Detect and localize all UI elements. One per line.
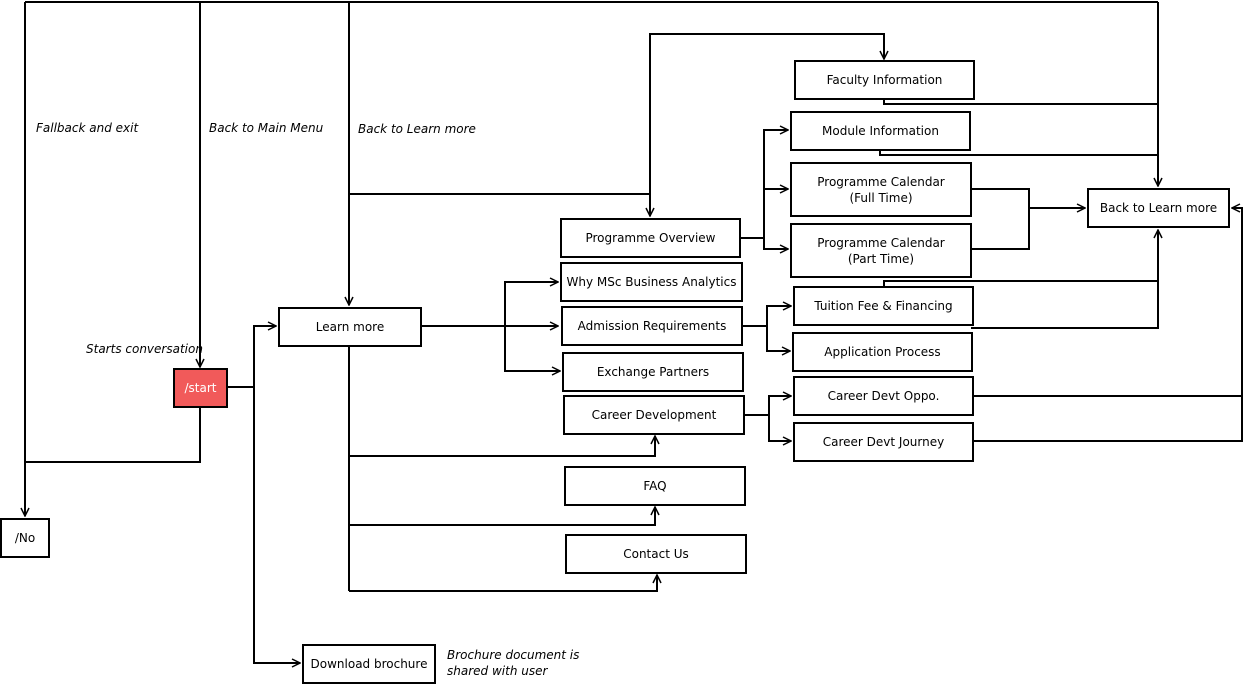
edge-to-faculty [649, 33, 884, 194]
edge-career-to-journey [768, 415, 791, 441]
edge-admission-to-tuition [766, 306, 791, 326]
contact-us-node[interactable]: Contact Us [565, 534, 747, 574]
edge-learn-to-contact [349, 575, 657, 592]
edge-career-to-oppo [768, 396, 791, 415]
edge-faculty-to-back [883, 98, 1158, 105]
career-devt-oppo-node[interactable]: Career Devt Oppo. [793, 376, 974, 416]
application-process-node[interactable]: Application Process [792, 332, 973, 372]
label-back-to-main-menu: Back to Main Menu [209, 121, 324, 135]
edge-overview-to-calfull [763, 189, 788, 238]
edge-career-journey-to-back [973, 208, 1243, 442]
edge-learn-to-career [349, 436, 655, 457]
label-fallback-and-exit: Fallback and exit [36, 121, 139, 135]
calendar-full-time-node[interactable]: Programme Calendar (Full Time) [790, 162, 972, 217]
label-brochure-note-line1: Brochure document is [447, 648, 580, 662]
label-brochure-note-line2: shared with user [447, 664, 548, 678]
label-starts-conversation: Starts conversation [86, 342, 203, 356]
admission-requirements-node[interactable]: Admission Requirements [561, 306, 743, 346]
label-back-to-learn-more: Back to Learn more [358, 122, 476, 136]
faculty-information-node[interactable]: Faculty Information [794, 60, 975, 100]
tuition-fee-node[interactable]: Tuition Fee & Financing [793, 286, 974, 326]
download-brochure-node[interactable]: Download brochure [302, 644, 436, 684]
career-development-node[interactable]: Career Development [563, 395, 745, 435]
edge-learn-to-faq [349, 507, 655, 526]
edge-module-to-back [879, 150, 1158, 156]
back-to-learn-more-node[interactable]: Back to Learn more [1087, 188, 1230, 228]
edge-learn-to-overview [349, 193, 650, 216]
faq-node[interactable]: FAQ [564, 466, 746, 506]
edge-overview-to-calpart [763, 238, 788, 249]
edge-learn-to-exchange [504, 326, 560, 371]
edge-start-to-fallback [25, 407, 201, 463]
learn-more-node[interactable]: Learn more [278, 307, 422, 347]
why-msc-node[interactable]: Why MSc Business Analytics [560, 262, 743, 302]
exchange-partners-node[interactable]: Exchange Partners [562, 352, 744, 392]
edge-learn-to-why [504, 282, 558, 326]
edge-admission-to-application [766, 326, 790, 351]
edge-start-to-brochure [253, 387, 300, 663]
no-node[interactable]: /No [0, 518, 50, 558]
edge-calfull-merge [971, 188, 1030, 250]
start-node[interactable]: /start [173, 368, 228, 408]
edge-start-to-learn [253, 326, 276, 387]
programme-overview-node[interactable]: Programme Overview [560, 218, 741, 258]
career-devt-journey-node[interactable]: Career Devt Journey [793, 422, 974, 462]
calendar-part-time-node[interactable]: Programme Calendar (Part Time) [790, 223, 972, 278]
edge-overview-to-module [763, 130, 788, 238]
module-information-node[interactable]: Module Information [790, 111, 971, 151]
